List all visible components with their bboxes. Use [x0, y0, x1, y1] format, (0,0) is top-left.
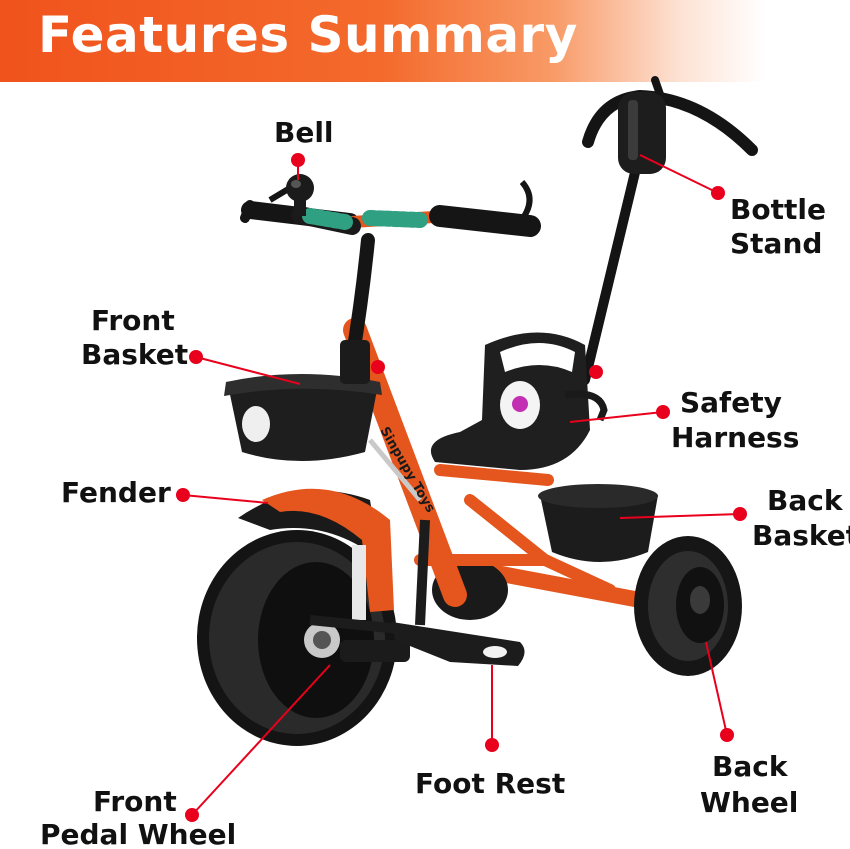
label-bottle-stand-line1: Bottle: [730, 193, 826, 226]
label-front-basket-line2: Basket: [81, 338, 189, 371]
label-back-basket-line2: Basket: [752, 519, 850, 552]
front-fender: [238, 488, 394, 620]
label-front-pedal-wheel-line1: Front: [93, 785, 177, 818]
back-wheel: [634, 536, 742, 676]
foot-rest: [392, 519, 525, 666]
title-banner: Features Summary: [0, 0, 850, 82]
leader-lines: [176, 153, 747, 822]
back-basket: [538, 484, 658, 562]
label-safety-harness-line2: Harness: [671, 421, 800, 454]
label-back-basket-line1: Back: [767, 484, 843, 517]
label-front-basket-line1: Front: [91, 304, 175, 337]
page-title: Features Summary: [38, 6, 578, 64]
front-basket: [224, 374, 382, 461]
seat: [430, 332, 608, 470]
label-bell: Bell: [274, 116, 334, 149]
label-foot-rest: Foot Rest: [415, 767, 566, 800]
label-back-wheel-line1: Back: [712, 750, 788, 783]
label-front-pedal-wheel-line2: Pedal Wheel: [40, 818, 237, 849]
label-fender: Fender: [61, 476, 171, 509]
label-safety-harness-line1: Safety: [680, 386, 782, 419]
bell: [286, 174, 314, 216]
label-back-wheel-line2: Wheel: [700, 786, 799, 819]
front-wheel: [197, 530, 397, 746]
label-bottle-stand-line2: Stand: [730, 227, 823, 260]
push-handle: [580, 76, 758, 385]
